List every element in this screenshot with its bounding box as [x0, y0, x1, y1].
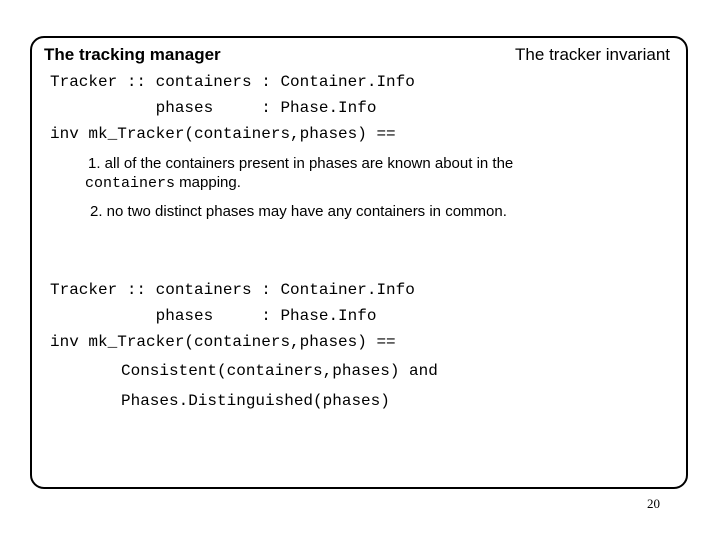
- code2-line-2: phases : Phase.Info: [50, 307, 377, 325]
- code-line-3: inv mk_Tracker(containers,phases) ==: [50, 125, 396, 143]
- invariant-point-1: 1. all of the containers present in phas…: [85, 154, 678, 193]
- slide-subtitle: The tracker invariant: [515, 45, 670, 64]
- invariant-point-2: 2. no two distinct phases may have any c…: [90, 203, 507, 220]
- page-number: 20: [647, 496, 660, 511]
- code2-body-line-2: Phases.Distinguished(phases): [121, 392, 390, 410]
- code2-line-1: Tracker :: containers : Container.Info: [50, 281, 415, 299]
- code-line-2: phases : Phase.Info: [50, 99, 377, 117]
- code2-line-3: inv mk_Tracker(containers,phases) ==: [50, 333, 396, 351]
- invariant-point-1-rest: mapping.: [175, 174, 241, 191]
- code2-body-line-1: Consistent(containers,phases) and: [121, 362, 438, 380]
- invariant-point-1-mono: containers: [85, 175, 176, 192]
- invariant-point-1-text: 1. all of the containers present in phas…: [88, 155, 514, 172]
- slide-title: The tracking manager: [44, 45, 221, 64]
- code-line-1: Tracker :: containers : Container.Info: [50, 73, 415, 91]
- slide-frame: [30, 36, 688, 489]
